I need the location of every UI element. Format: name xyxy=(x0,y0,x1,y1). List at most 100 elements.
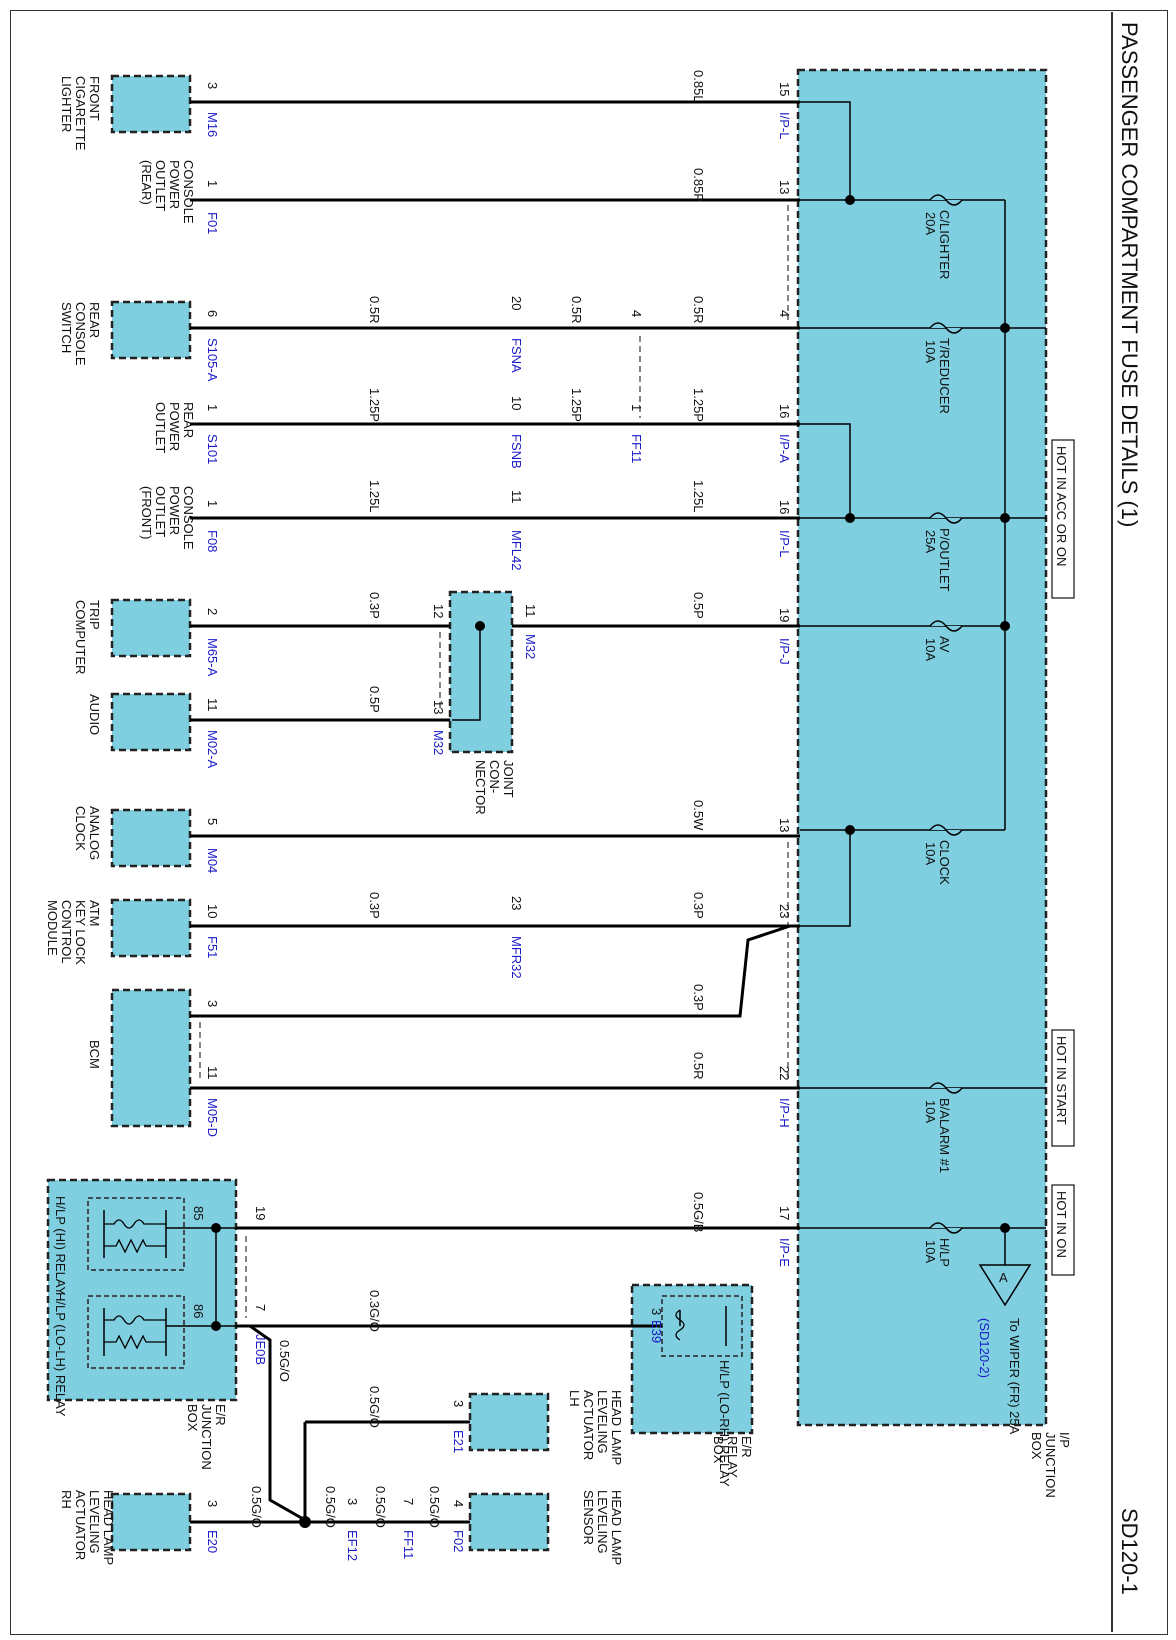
svg-text:M65-A: M65-A xyxy=(205,638,220,677)
hot-in-start-label: HOT IN START xyxy=(1051,1029,1075,1147)
svg-text:OUTLET: OUTLET xyxy=(153,486,168,537)
relay-lo-lh: H/LP (LO-LH) RELAY xyxy=(53,1292,185,1417)
circuit-rear-console-switch: REAR CONSOLE SWITCH 6 S105-A 0.5R 20 FSN… xyxy=(59,296,800,418)
svg-text:HEAD LAMP: HEAD LAMP xyxy=(609,1390,624,1465)
svg-text:E39: E39 xyxy=(649,1320,664,1343)
svg-text:85: 85 xyxy=(191,1206,206,1220)
svg-text:HOT IN START: HOT IN START xyxy=(1054,1036,1069,1125)
svg-text:0.5G/O: 0.5G/O xyxy=(249,1486,264,1528)
svg-text:25A: 25A xyxy=(923,530,938,553)
svg-text:22: 22 xyxy=(777,1066,792,1080)
svg-text:6: 6 xyxy=(205,310,220,317)
component-label: HEAD LAMP LEVELING ACTUATOR LH xyxy=(567,1390,624,1465)
svg-text:11: 11 xyxy=(509,490,524,504)
component-box xyxy=(468,1492,550,1552)
offpage-connector-a: A To WIPER (FR) 25A (SD120-2) xyxy=(977,1228,1032,1435)
svg-text:20A: 20A xyxy=(923,212,938,235)
svg-text:1.25P: 1.25P xyxy=(367,388,382,422)
svg-text:OUTLET: OUTLET xyxy=(153,402,168,453)
svg-text:LH: LH xyxy=(567,1390,582,1407)
svg-text:10A: 10A xyxy=(923,1100,938,1123)
svg-text:10A: 10A xyxy=(923,842,938,865)
component-box xyxy=(110,74,192,134)
svg-text:SWITCH: SWITCH xyxy=(59,302,74,353)
svg-text:0.5G/O: 0.5G/O xyxy=(427,1486,442,1528)
component-box xyxy=(468,1392,550,1452)
svg-text:M32: M32 xyxy=(431,730,446,755)
component-box xyxy=(110,598,192,658)
svg-text:ACTUATOR: ACTUATOR xyxy=(581,1390,596,1460)
svg-text:LEVELING: LEVELING xyxy=(87,1490,102,1554)
svg-text:10A: 10A xyxy=(923,638,938,661)
svg-text:I/P-L: I/P-L xyxy=(777,112,792,139)
svg-text:HOT IN ACC OR ON: HOT IN ACC OR ON xyxy=(1054,446,1069,566)
svg-text:HOT IN ON: HOT IN ON xyxy=(1054,1191,1069,1258)
svg-text:19: 19 xyxy=(777,608,792,622)
svg-text:2: 2 xyxy=(205,608,220,615)
svg-text:(REAR): (REAR) xyxy=(139,160,154,205)
svg-text:23: 23 xyxy=(777,904,792,918)
svg-text:19: 19 xyxy=(253,1206,268,1220)
relay-lo-rh-label: H/LP (LO-RH) RELAY xyxy=(717,1360,732,1487)
component-label: ATM KEY LOCK CONTROL MODULE xyxy=(45,900,102,965)
fuse-t-reducer: T/REDUCER 10A xyxy=(800,322,1005,414)
headlamp-actuator-rh: 3 E20 HEAD LAMP LEVELING ACTUATOR RH xyxy=(59,1490,220,1565)
fuse-av: AV 10A xyxy=(800,620,1005,661)
component-label: REAR CONSOLE SWITCH xyxy=(59,302,102,366)
svg-text:LIGHTER: LIGHTER xyxy=(59,76,74,132)
svg-text:AV: AV xyxy=(937,636,952,653)
svg-text:(SD120-2): (SD120-2) xyxy=(977,1318,992,1378)
svg-text:SENSOR: SENSOR xyxy=(581,1490,596,1545)
svg-text:0.5W: 0.5W xyxy=(691,800,706,831)
svg-text:M32: M32 xyxy=(523,634,538,659)
svg-text:AUDIO: AUDIO xyxy=(87,694,102,735)
circuit-trip-computer: TRIP COMPUTER 2 M65-A 0.3P 12 11 M32 0.5… xyxy=(73,592,800,712)
svg-text:20: 20 xyxy=(509,296,524,310)
er-junction-box xyxy=(46,1178,238,1402)
circuit-relay-lo-rh: 7 JE0B 0.3G/O 3 E39 xyxy=(236,1290,664,1365)
svg-text:ANALOG: ANALOG xyxy=(87,806,102,860)
joint-connector xyxy=(448,590,514,754)
svg-text:BOX: BOX xyxy=(185,1404,200,1432)
svg-text:1: 1 xyxy=(205,500,220,507)
svg-text:0.5G/O: 0.5G/O xyxy=(373,1486,388,1528)
svg-text:RELAY: RELAY xyxy=(725,1436,740,1478)
svg-text:1.25P: 1.25P xyxy=(569,388,584,422)
hot-acc-on-label: HOT IN ACC OR ON xyxy=(1051,439,1075,599)
relay-hi: H/LP (HI) RELAY xyxy=(53,1196,185,1296)
svg-text:E/R: E/R xyxy=(739,1436,754,1458)
svg-text:0.3P: 0.3P xyxy=(367,592,382,619)
svg-text:A: A xyxy=(999,1270,1008,1285)
headlamp-leveling-sensor: 4 F02 HEAD LAMP LEVELING SENSOR xyxy=(451,1490,624,1565)
svg-text:1: 1 xyxy=(205,404,220,411)
diagram-title: PASSENGER COMPARTMENT FUSE DETAILS (1) xyxy=(1117,22,1142,527)
component-label: FRONT CIGARETTE LIGHTER xyxy=(59,76,102,151)
svg-text:F51: F51 xyxy=(205,936,220,958)
svg-text:3: 3 xyxy=(649,1308,664,1315)
component-box xyxy=(110,300,192,360)
svg-text:F02: F02 xyxy=(451,1530,466,1552)
svg-text:ATM: ATM xyxy=(87,900,102,926)
svg-text:POWER: POWER xyxy=(167,486,182,535)
svg-text:10: 10 xyxy=(509,396,524,410)
svg-text:E20: E20 xyxy=(205,1530,220,1553)
svg-text:10: 10 xyxy=(205,904,220,918)
svg-text:CONTROL: CONTROL xyxy=(59,900,74,964)
svg-text:3: 3 xyxy=(205,1000,220,1007)
svg-text:B/ALARM #1: B/ALARM #1 xyxy=(937,1098,952,1173)
fuse-b-alarm: B/ALARM #1 10A xyxy=(800,1082,1005,1173)
svg-text:0.5P: 0.5P xyxy=(691,592,706,619)
circuit-atm-key-lock: ATM KEY LOCK CONTROL MODULE 10 F51 0.3P … xyxy=(45,892,800,979)
svg-text:86: 86 xyxy=(191,1304,206,1318)
svg-text:0.5G/O: 0.5G/O xyxy=(367,1386,382,1428)
svg-text:S101: S101 xyxy=(205,434,220,464)
svg-text:MFR32: MFR32 xyxy=(509,936,524,979)
svg-text:EF12: EF12 xyxy=(345,1530,360,1561)
component-label: CONSOLE POWER OUTLET (FRONT) xyxy=(139,486,196,550)
svg-text:ACTUATOR: ACTUATOR xyxy=(73,1490,88,1560)
svg-text:JUNCTION: JUNCTION xyxy=(1043,1432,1058,1498)
svg-text:3: 3 xyxy=(205,82,220,89)
svg-text:I/P-E: I/P-E xyxy=(777,1238,792,1267)
circuit-rear-power-outlet: REAR POWER OUTLET 1 S101 1.25P 10 FSNB 1… xyxy=(153,388,800,469)
